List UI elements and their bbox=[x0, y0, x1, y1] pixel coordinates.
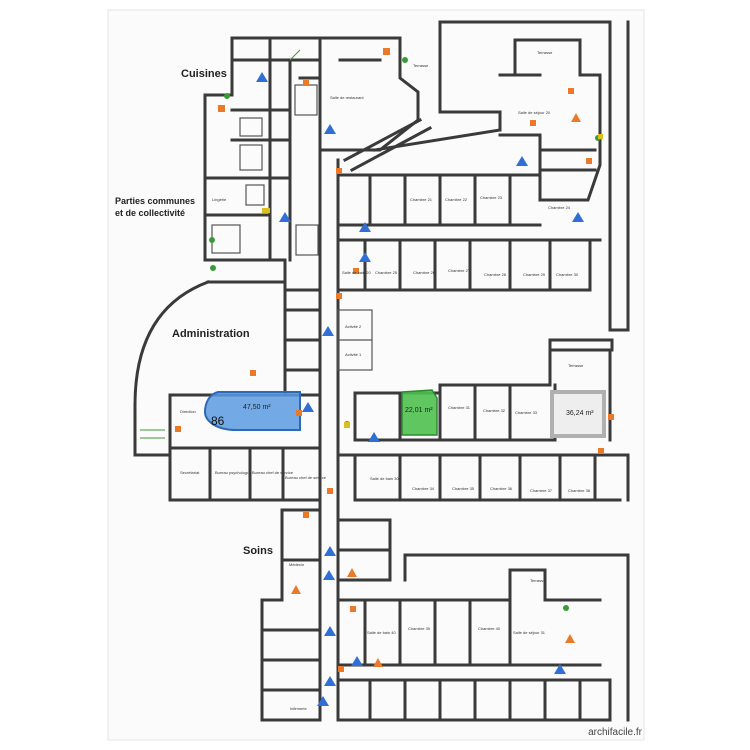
room-secretariat: Secrétariat bbox=[180, 470, 200, 475]
room-chambre: Chambre 35 bbox=[452, 486, 475, 491]
blue-area-label: 47,50 m² bbox=[243, 404, 271, 411]
east-rooms-top bbox=[336, 173, 602, 292]
blue-highlight-room[interactable] bbox=[203, 391, 301, 431]
gray-area-label: 36,24 m² bbox=[566, 410, 594, 417]
room-chambre: Chambre 36 bbox=[490, 486, 513, 491]
room-salle-bain-1: Salle de bain 20 bbox=[342, 270, 371, 275]
section-soins: Soins bbox=[243, 545, 273, 557]
room-chambre: Chambre 34 bbox=[412, 486, 435, 491]
section-administration: Administration bbox=[172, 328, 250, 340]
room-salle-bain-2: Salle de bain 30 bbox=[370, 476, 399, 481]
room-terrasse-mid: Terrasse bbox=[568, 363, 584, 368]
room-chambre: Chambre 29 bbox=[523, 272, 546, 277]
room-chambre: Chambre 24 bbox=[548, 205, 571, 210]
room-chambre: Chambre 33 bbox=[515, 410, 538, 415]
watermark: archifacile.fr bbox=[588, 727, 642, 738]
east-rooms-mid bbox=[336, 338, 630, 502]
room-salle-sejour-top: Salle de séjour 20 bbox=[518, 110, 551, 115]
exit-markers bbox=[175, 48, 614, 672]
room-chambre: Chambre 25 bbox=[375, 270, 398, 275]
room-salle-restaurant: Salle de restaurant bbox=[330, 95, 364, 100]
room-salle-sejour-bottom: Salle de séjour 31 bbox=[513, 630, 546, 635]
warning-markers bbox=[256, 72, 584, 706]
room-infirmerie: Infirmerie bbox=[290, 706, 307, 711]
green-area-label: 22,01 m² bbox=[405, 407, 433, 414]
room-chambre: Chambre 26 bbox=[413, 270, 436, 275]
room-lingerie: Lingerie bbox=[212, 197, 227, 202]
room-bureau-2: Bureau chef de service bbox=[285, 475, 326, 480]
room-chambre: Chambre 22 bbox=[445, 197, 468, 202]
room-salle-bain-3: Salle de bain 40 bbox=[367, 630, 396, 635]
gray-highlight-room[interactable] bbox=[550, 390, 606, 438]
room-chambre: Chambre 23 bbox=[480, 195, 503, 200]
room-terrasse-bottom: Terrasse bbox=[530, 578, 546, 583]
room-direction: Direction bbox=[180, 409, 196, 414]
room-chambre: Chambre 38 bbox=[568, 488, 591, 493]
section-parties-communes-2: et de collectivité bbox=[115, 208, 186, 218]
room-bureau-1: Bureau chef de service bbox=[252, 470, 293, 475]
blue-area-badge: 86 bbox=[211, 414, 225, 428]
room-terrasse-top: Terrasse bbox=[537, 50, 553, 55]
central-corridor bbox=[283, 148, 340, 722]
section-parties-communes-1: Parties communes bbox=[115, 196, 196, 206]
section-cuisines: Cuisines bbox=[181, 68, 227, 80]
room-chambre: Chambre 32 bbox=[483, 408, 506, 413]
room-bureau-psy: Bureau psychologue bbox=[215, 470, 252, 475]
room-chambre: Chambre 31 bbox=[448, 405, 471, 410]
room-chambre: Chambre 28 bbox=[484, 272, 507, 277]
room-chambre: Chambre 30 bbox=[556, 272, 579, 277]
room-medecin: Médecin bbox=[289, 562, 305, 567]
entrance-arrows bbox=[140, 49, 301, 439]
room-chambre: Chambre 39 bbox=[408, 626, 431, 631]
room-activite-1: Activité 1 bbox=[345, 352, 362, 357]
green-highlight-room[interactable] bbox=[401, 389, 438, 436]
room-chambre: Chambre 40 bbox=[478, 626, 501, 631]
paper-frame bbox=[107, 9, 645, 741]
ne-wing bbox=[342, 20, 630, 332]
room-terrasse-north: Terrasse bbox=[413, 63, 429, 68]
soins-rooms bbox=[260, 508, 322, 722]
admin-curve-wall bbox=[133, 280, 210, 407]
room-chambre: Chambre 27 bbox=[448, 268, 471, 273]
yellow-markers bbox=[262, 134, 603, 428]
room-chambre: Chambre 37 bbox=[530, 488, 553, 493]
room-activite-2: Activité 2 bbox=[345, 324, 362, 329]
room-chambre: Chambre 21 bbox=[410, 197, 433, 202]
